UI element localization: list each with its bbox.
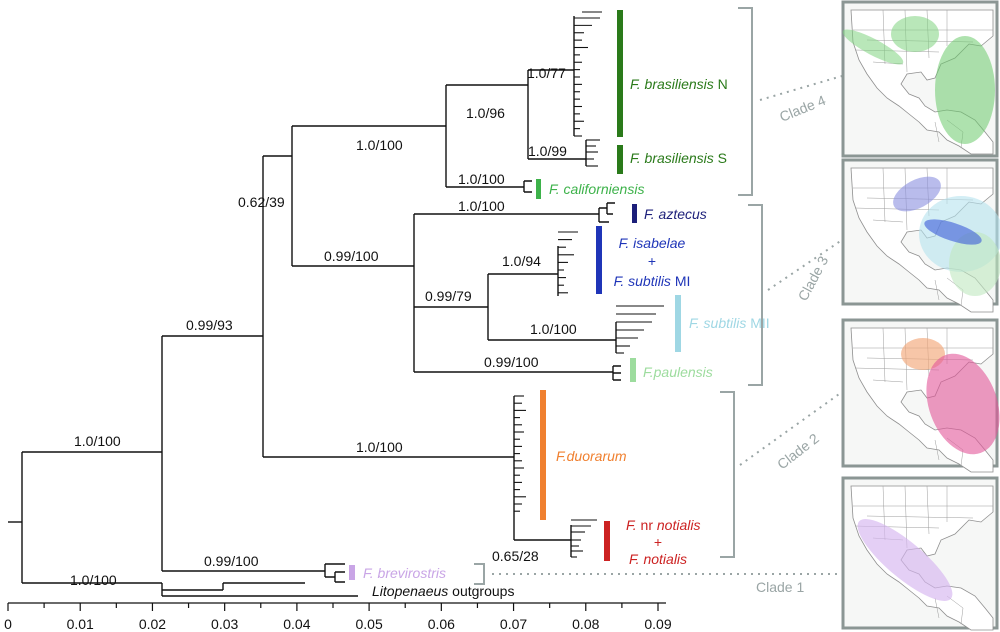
map-clade3 xyxy=(841,158,1000,313)
tree-branches xyxy=(8,16,621,597)
tree-leaves xyxy=(514,11,664,558)
label-nr-notialis: F. nr notialis xyxy=(626,517,700,533)
map-clade1 xyxy=(841,476,999,631)
label-aztecus: F. aztecus xyxy=(644,206,707,222)
range-clade3-paulensis xyxy=(949,232,1000,296)
support-notialis: 0.65/28 xyxy=(492,548,539,564)
support-brasiliensis-s: 1.0/99 xyxy=(528,143,567,159)
support-brevirostris: 0.99/100 xyxy=(204,553,259,569)
bracket-clade1 xyxy=(474,563,485,585)
bar-subtilis-mii xyxy=(675,295,681,352)
axis-tick-label: 0.06 xyxy=(428,616,455,632)
support-root: 1.0/100 xyxy=(74,433,121,449)
label-duorarum: F.duorarum xyxy=(556,448,627,464)
californiensis-tips xyxy=(523,180,532,193)
support-subtilis-mii: 1.0/100 xyxy=(530,321,577,337)
support-californiensis: 1.0/100 xyxy=(458,171,505,187)
label-outgroups: Litopenaeus outgroups xyxy=(372,583,514,599)
label-subtilis-mii: F. subtilis MII xyxy=(689,315,770,331)
range-clade4-gulf xyxy=(891,16,939,52)
label-isabelae: F. isabelae xyxy=(619,235,686,251)
range-clade2-notialis xyxy=(926,353,1000,455)
clade4-label: Clade 4 xyxy=(777,92,828,125)
bar-californiensis xyxy=(536,179,541,199)
map-connectors xyxy=(492,75,843,575)
label-notialis-plus: + xyxy=(654,534,662,550)
aztecus-subtree xyxy=(598,202,615,223)
bracket-clade4 xyxy=(738,7,753,196)
clade1-label: Clade 1 xyxy=(756,579,804,595)
bracket-clade2 xyxy=(720,391,735,558)
support-values: 1.0/100 1.0/100 0.99/100 0.99/93 0.62/39… xyxy=(70,65,577,588)
range-clade3-isabelae xyxy=(924,219,982,245)
map-clade4 xyxy=(841,0,999,158)
bracket-clade3 xyxy=(748,204,763,386)
label-brevirostris: F. brevirostris xyxy=(363,565,446,581)
axis-tick-label: 0.03 xyxy=(211,616,238,632)
taxon-labels: F. brasiliensis N F. brasiliensis S F. c… xyxy=(363,76,770,599)
support-brasiliensis-n: 1.0/77 xyxy=(527,65,566,81)
label-paulensis: F.paulensis xyxy=(643,364,713,380)
support-duorarum: 1.0/100 xyxy=(356,439,403,455)
axis-tick-label: 0.04 xyxy=(283,616,310,632)
label-notialis: F. notialis xyxy=(629,551,687,567)
clade3-label: Clade 3 xyxy=(795,253,832,303)
label-subtilis-mi: F. subtilis MI xyxy=(614,273,691,289)
bar-paulensis xyxy=(630,358,636,382)
clade-labels: Clade 4 Clade 3 Clade 2 Clade 1 xyxy=(756,92,831,595)
support-brasiliensis: 1.0/96 xyxy=(466,105,505,121)
taxon-bars xyxy=(349,10,681,580)
support-isabelae: 1.0/94 xyxy=(502,253,541,269)
range-clade2-duorarum xyxy=(901,338,945,370)
axis-tick-label: 0.09 xyxy=(644,616,671,632)
bar-notialis xyxy=(604,521,610,561)
bar-brevirostris xyxy=(349,565,355,580)
connector-clade3 xyxy=(767,239,843,291)
support-paulensis: 0.99/100 xyxy=(484,354,539,370)
bar-brasiliensis-n xyxy=(617,10,623,137)
outgroup-subtree xyxy=(161,582,358,597)
range-clade4-atlantic xyxy=(935,36,995,144)
support-clade4: 1.0/100 xyxy=(356,137,403,153)
axis-tick-label: 0.01 xyxy=(67,616,94,632)
support-aztecus: 1.0/100 xyxy=(458,198,505,214)
axis-tick-label: 0.02 xyxy=(139,616,166,632)
axis-tick-label: 0.07 xyxy=(500,616,527,632)
label-brasiliensis-n: F. brasiliensis N xyxy=(630,76,728,92)
bar-aztecus xyxy=(632,204,637,223)
range-clade4-pacific xyxy=(842,29,904,65)
axis-tick-label: 0.05 xyxy=(355,616,382,632)
scale-axis: 0 0.01 0.02 0.03 0.04 0.05 0.06 0.07 0.08 0.09 xyxy=(4,602,672,632)
bar-isabelae xyxy=(596,226,602,294)
label-isabelae-plus: + xyxy=(648,253,656,269)
label-californiensis: F. californiensis xyxy=(549,181,644,197)
support-clade3: 0.99/100 xyxy=(324,248,379,264)
support-upper: 0.62/39 xyxy=(238,194,285,210)
axis-tick-label: 0 xyxy=(4,616,12,632)
range-clade1-brevirostris xyxy=(857,519,953,601)
axis-tick-label: 0.08 xyxy=(572,616,599,632)
support-outgroup: 1.0/100 xyxy=(70,572,117,588)
clade-brackets xyxy=(474,7,763,585)
label-brasiliensis-s: F. brasiliensis S xyxy=(630,150,727,166)
brevirostris-subtree xyxy=(324,563,345,583)
support-clade3-inner: 0.99/79 xyxy=(425,288,472,304)
support-ingroup: 0.99/93 xyxy=(186,317,233,333)
bar-brasiliensis-s xyxy=(617,145,623,174)
range-clade3-aztecus xyxy=(893,176,941,212)
connector-clade4 xyxy=(759,75,843,101)
paulensis-tips xyxy=(612,365,621,381)
map-clade2 xyxy=(841,318,1000,473)
bar-duorarum xyxy=(540,390,546,520)
